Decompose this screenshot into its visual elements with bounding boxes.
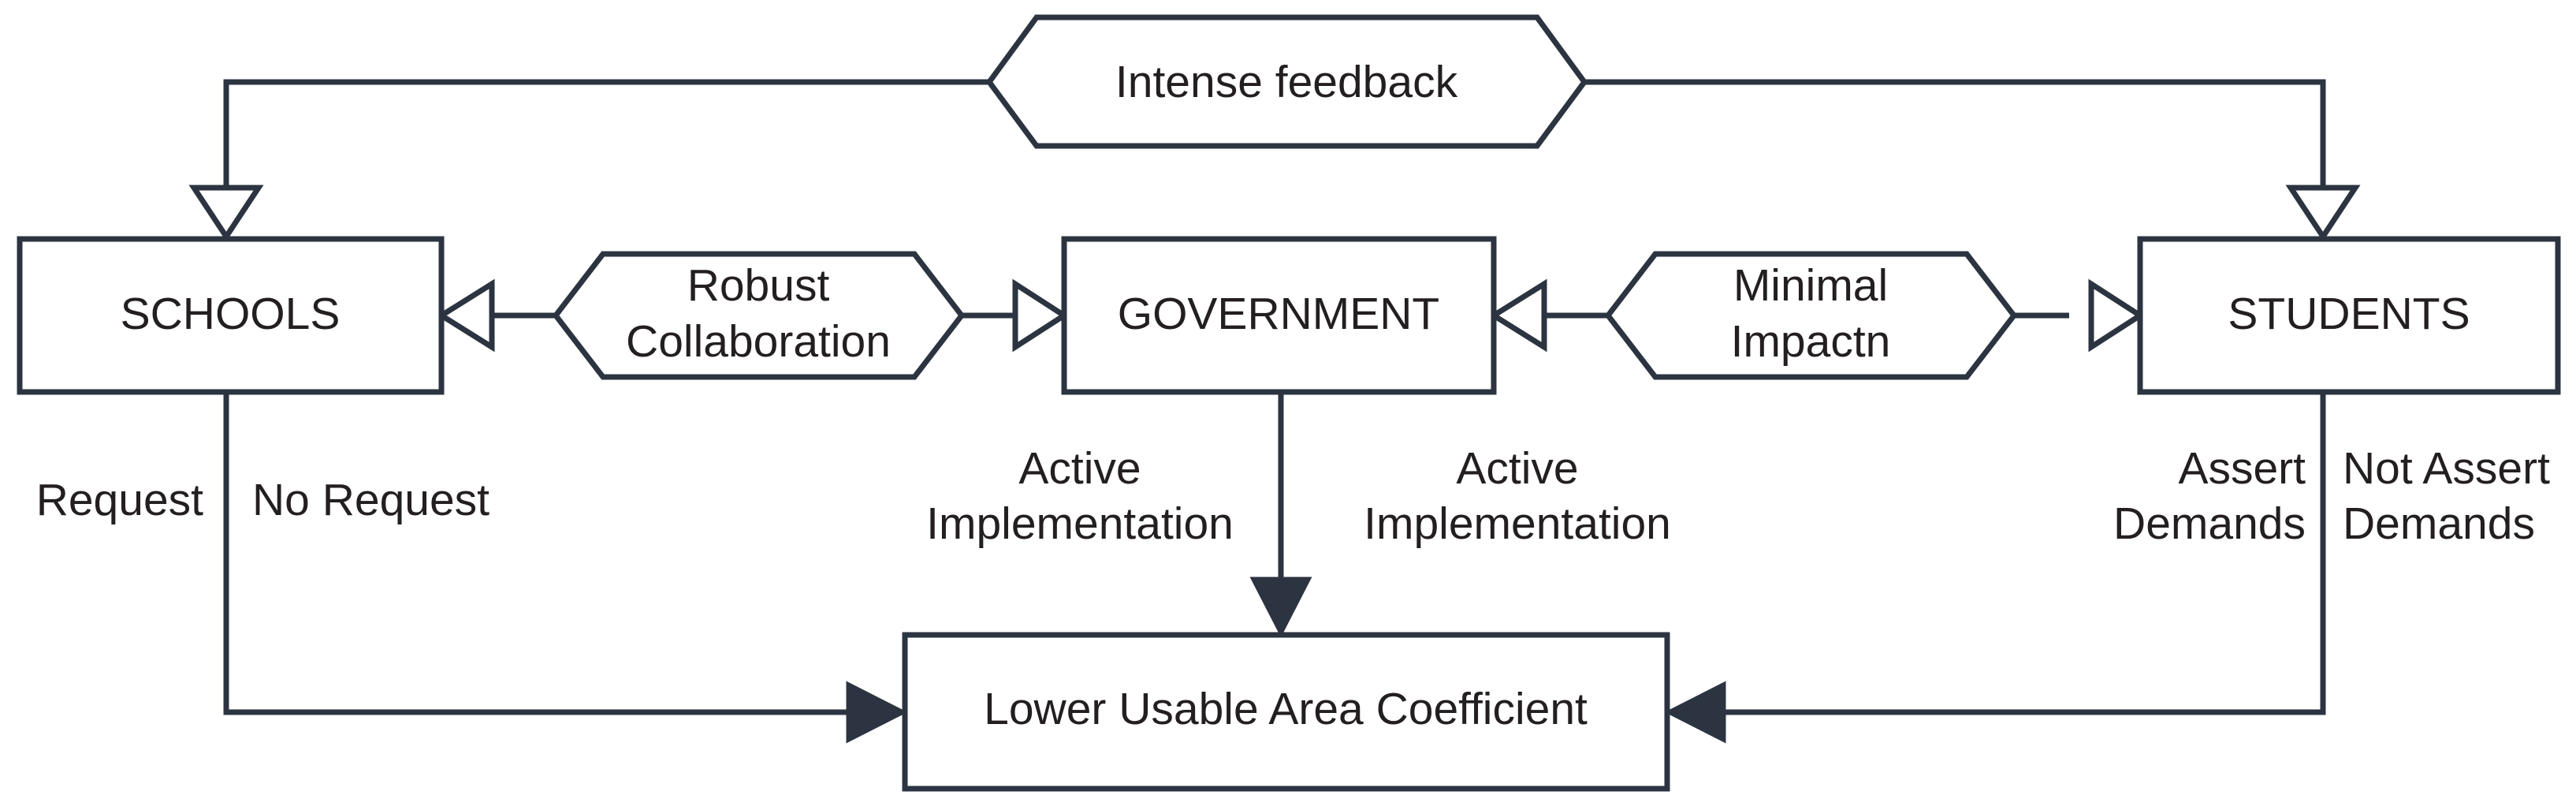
arrowhead-into-schools-top (188, 185, 264, 242)
minimal-impactn-label-line1: Minimal (1733, 260, 1888, 311)
arrowhead-into-outcome-top (1249, 577, 1312, 638)
node-intense-feedback[interactable]: Intense feedback (985, 14, 1588, 149)
outcome-box-shape (902, 632, 1670, 792)
intense-feedback-label: Intense feedback (1115, 57, 1458, 107)
node-robust-collaboration[interactable]: Robust Collaboration (552, 251, 966, 380)
intense-feedback-hexagon-shape (985, 14, 1588, 149)
edge-label-active-implementation-left-line1: Active (1018, 443, 1141, 494)
edge-label-not-assert-demands-line2: Demands (2343, 498, 2535, 549)
edge-label-active-implementation-right-line1: Active (1456, 443, 1578, 494)
edge-label-request: Request (36, 475, 203, 525)
node-government[interactable]: GOVERNMENT (1061, 236, 1497, 395)
connector-schools-to-outcome (223, 392, 855, 715)
arrowhead-into-government-right (1488, 278, 1547, 353)
robust-collaboration-label-line1: Robust (687, 260, 830, 311)
schools-box-shape (17, 236, 445, 395)
arrowhead-into-outcome-right (1664, 681, 1726, 744)
minimal-impactn-label-line2: Impactn (1731, 316, 1891, 367)
robust-collaboration-label-line2: Collaboration (626, 316, 891, 367)
edge-label-no-request: No Request (252, 475, 490, 525)
node-outcome[interactable]: Lower Usable Area Coefficient (902, 632, 1670, 792)
arrowhead-into-students-left (2088, 278, 2146, 353)
node-minimal-impactn[interactable]: Minimal Impactn (1604, 251, 2018, 380)
connector-intense-feedback-to-students (1584, 79, 2326, 201)
government-box-shape (1061, 236, 1497, 395)
arrowhead-into-outcome-left (846, 681, 908, 744)
edge-label-active-implementation-left-line2: Implementation (926, 498, 1234, 549)
edge-label-active-implementation-right-line2: Implementation (1364, 498, 1671, 549)
arrowhead-into-students-top (2285, 185, 2361, 242)
edge-label-assert-demands-line2: Demands (2113, 498, 2306, 549)
node-students[interactable]: STUDENTS (2137, 236, 2561, 395)
connector-intense-feedback-to-schools (223, 79, 989, 201)
students-label: STUDENTS (2228, 289, 2470, 339)
arrowhead-into-schools-right (436, 278, 495, 353)
node-schools[interactable]: SCHOOLS (17, 236, 445, 395)
schools-label: SCHOOLS (121, 289, 341, 339)
students-box-shape (2137, 236, 2561, 395)
arrowhead-into-government-left (1012, 278, 1070, 353)
government-label: GOVERNMENT (1118, 289, 1440, 339)
outcome-label: Lower Usable Area Coefficient (984, 684, 1588, 734)
minimal-impactn-hexagon-shape (1604, 251, 2018, 380)
edge-label-assert-demands-line1: Assert (2178, 443, 2306, 494)
connector-students-to-outcome (1718, 392, 2326, 715)
robust-collaboration-hexagon-shape (552, 251, 966, 380)
edge-label-not-assert-demands-line1: Not Assert (2343, 443, 2550, 494)
